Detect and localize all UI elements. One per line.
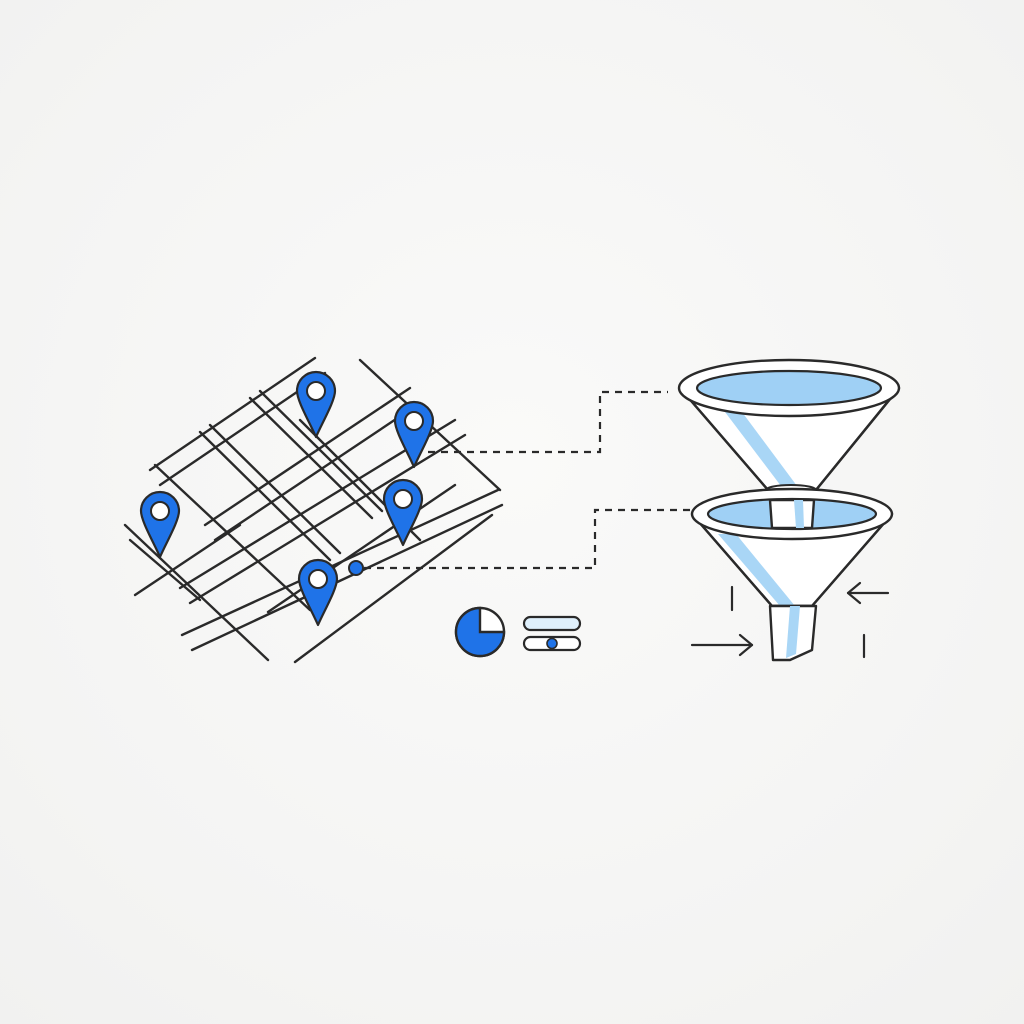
map-streets-northeast	[133, 356, 504, 664]
funnel-stack	[677, 358, 901, 662]
pie-chart-icon	[454, 606, 506, 658]
compression-arrows	[690, 581, 890, 659]
pie-chart-fill	[454, 606, 506, 658]
slider-knob	[546, 637, 558, 650]
funnel-lower	[690, 487, 894, 662]
map-pin-icon	[393, 400, 435, 469]
arrow-left-icon	[846, 581, 890, 605]
map-pin-icon	[139, 490, 181, 559]
map-pins	[139, 370, 435, 627]
slider-icon	[522, 615, 582, 652]
connector-node	[348, 560, 364, 576]
map-pin-icon	[382, 478, 424, 547]
slider-track-top	[522, 615, 582, 632]
funnel-upper	[677, 358, 901, 530]
map-pin-icon	[297, 558, 339, 627]
connector-upper	[428, 390, 668, 454]
map-pin-icon	[295, 370, 337, 439]
dashed-connectors	[364, 390, 690, 570]
connector-lower	[364, 508, 690, 570]
arrow-right-icon	[690, 633, 754, 657]
